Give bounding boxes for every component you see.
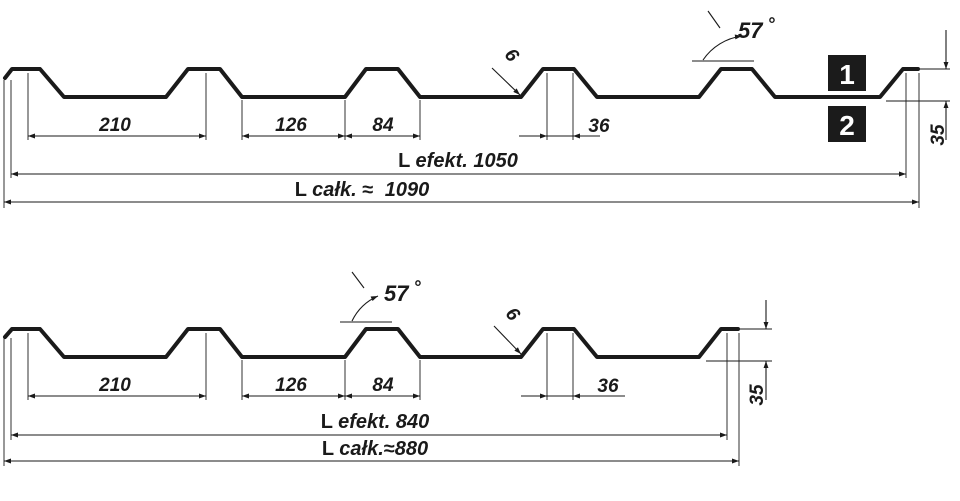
bottom-dim-210: 210	[98, 375, 131, 396]
badge-2: 2	[828, 106, 866, 142]
top-dim-84: 84	[372, 115, 394, 136]
bottom-dim-36: 36	[597, 376, 619, 397]
top-dim-height: 35	[928, 124, 949, 146]
svg-text:2: 2	[839, 110, 855, 141]
top-dim-126: 126	[275, 115, 307, 136]
top-angle-label: 57°	[738, 14, 775, 43]
profile-bottom: 210 126 84 36 6 57° 35 L efekt. 840 L ca…	[3, 271, 772, 466]
bottom-angle-label: 57°	[384, 277, 421, 306]
profile-top: 210 126 84 36 6 57° 35 L efekt. 1050 L c…	[3, 10, 950, 208]
profile-top-outline	[3, 67, 920, 99]
profile-bottom-outline	[3, 327, 740, 359]
bottom-dim-radius: 6	[501, 304, 524, 326]
top-dim-210: 210	[98, 115, 131, 136]
bottom-dim-height: 35	[747, 384, 768, 406]
bottom-effective-length: L efekt. 840	[321, 411, 430, 433]
top-total-length: L całk. ≈ 1090	[295, 179, 430, 201]
bottom-extension-lines	[3, 328, 772, 466]
top-effective-length: L efekt. 1050	[398, 150, 518, 172]
bottom-dim-84: 84	[372, 375, 394, 396]
bottom-dim-126: 126	[275, 375, 307, 396]
svg-text:1: 1	[839, 59, 855, 90]
bottom-total-length: L całk.≈880	[322, 438, 428, 460]
top-dim-36: 36	[588, 116, 610, 137]
top-dim-radius: 6	[500, 45, 523, 67]
badge-1: 1	[828, 55, 866, 91]
top-extension-lines	[3, 68, 950, 208]
